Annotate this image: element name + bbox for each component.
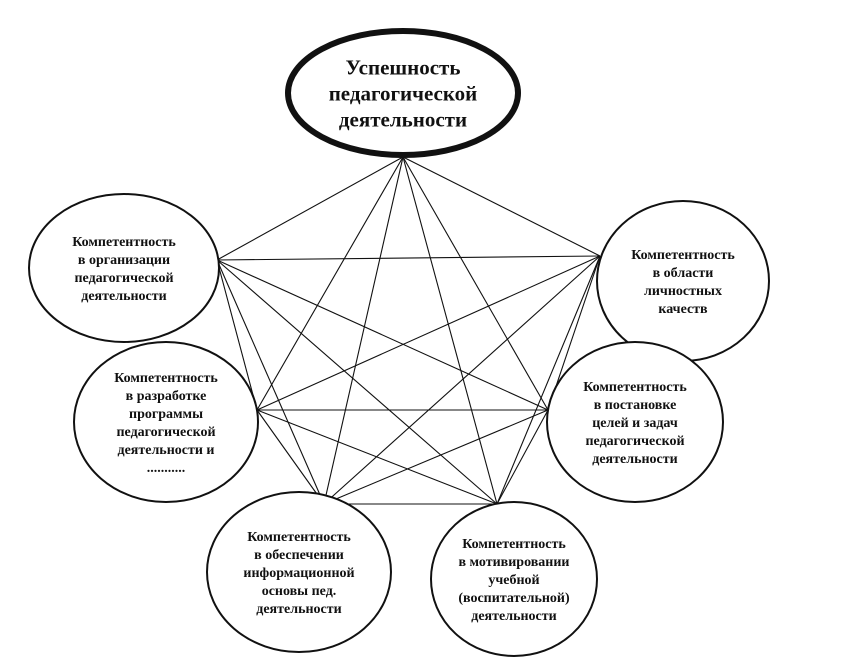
connection-success-information <box>323 156 404 505</box>
node-program-line-4: деятельности и <box>117 443 214 458</box>
node-information-line-3: основы пед. <box>262 584 337 599</box>
node-success-line-2: деятельности <box>339 107 467 131</box>
node-information-line-0: Компетентность <box>247 530 351 545</box>
node-program: Компетентность в разработке программы педаг… <box>73 341 259 503</box>
node-personal-line-2: личностных <box>644 284 722 299</box>
node-motivation-ellipse <box>430 501 598 657</box>
node-personal-label: Компетентность в области личностных качеств <box>631 248 735 317</box>
node-motivation-line-4: деятельности <box>471 609 556 624</box>
node-organization-line-1: в организации <box>78 253 170 268</box>
node-personal-ellipse <box>596 200 770 362</box>
node-motivation-line-0: Компетентность <box>462 537 566 552</box>
node-personal: Компетентность в области личностных качеств <box>596 200 770 362</box>
node-success-line-0: Успешность <box>346 55 461 79</box>
connection-success-goals <box>402 156 549 411</box>
node-information-label: Компетентность в обеспечении информационно… <box>243 530 354 617</box>
node-organization-line-0: Компетентность <box>72 235 176 250</box>
node-goals-line-1: в постановке <box>594 398 677 413</box>
connection-success-motivation <box>402 156 498 505</box>
connection-success-program <box>256 156 404 411</box>
node-organization-label: Компетентность в организации педагогическо… <box>72 235 176 304</box>
node-goals-line-3: педагогической <box>585 434 684 449</box>
node-program-line-0: Компетентность <box>114 371 218 386</box>
connection-organization-goals <box>216 259 549 411</box>
node-information-line-4: деятельности <box>256 602 341 617</box>
connection-personal-information <box>323 255 601 505</box>
connection-organization-information <box>216 259 325 505</box>
node-program-label: Компетентность в разработке программы педаг… <box>114 371 218 476</box>
node-goals-line-2: целей и задач <box>592 416 678 431</box>
connection-organization-program <box>216 259 258 411</box>
node-program-ellipse <box>73 341 259 503</box>
node-goals-line-4: деятельности <box>592 452 677 467</box>
connection-success-organization <box>216 156 404 261</box>
node-information-line-1: в обеспечении <box>254 548 344 563</box>
connection-success-personal <box>402 156 601 257</box>
node-program-line-3: педагогической <box>116 425 215 440</box>
node-motivation-line-2: учебной <box>488 573 539 588</box>
node-motivation-label: Компетентность в мотивировании учебной (вос… <box>458 537 570 624</box>
node-motivation: Компетентность в мотивировании учебной (вос… <box>430 501 598 657</box>
node-goals-line-0: Компетентность <box>583 380 687 395</box>
node-information-line-2: информационной <box>243 566 354 581</box>
node-program-line-5: ........... <box>147 461 186 476</box>
connection-personal-program <box>256 255 601 411</box>
node-organization-line-2: педагогической <box>74 271 173 286</box>
node-information: Компетентность в обеспечении информационно… <box>206 491 392 653</box>
node-goals-label: Компетентность в постановке целей и задач п… <box>583 380 687 467</box>
node-program-line-1: в разработке <box>126 389 207 404</box>
node-motivation-line-1: в мотивировании <box>459 555 570 570</box>
connection-organization-motivation <box>216 259 498 505</box>
node-personal-line-1: в области <box>653 266 714 281</box>
node-information-ellipse <box>206 491 392 653</box>
node-success-line-1: педагогической <box>329 81 478 105</box>
node-program-line-2: программы <box>129 407 203 422</box>
node-motivation-line-3: (воспитательной) <box>458 591 570 606</box>
node-organization: Компетентность в организации педагогическо… <box>28 193 220 343</box>
node-personal-line-3: качеств <box>658 302 708 317</box>
node-goals: Компетентность в постановке целей и задач п… <box>546 341 724 503</box>
node-organization-ellipse <box>28 193 220 343</box>
connection-goals-motivation <box>496 409 549 505</box>
node-organization-line-3: деятельности <box>81 289 166 304</box>
connection-lines <box>216 156 601 505</box>
node-success-ellipse <box>285 28 521 158</box>
connection-organization-personal <box>216 255 601 261</box>
node-personal-line-0: Компетентность <box>631 248 735 263</box>
connection-goals-information <box>323 409 549 505</box>
connection-program-information <box>256 409 325 505</box>
connection-program-motivation <box>256 409 498 505</box>
connection-personal-motivation <box>496 255 601 505</box>
node-goals-ellipse <box>546 341 724 503</box>
